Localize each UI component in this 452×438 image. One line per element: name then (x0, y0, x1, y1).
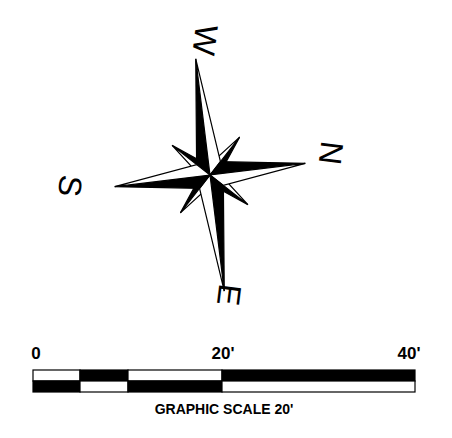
compass-letter: E (212, 282, 246, 307)
compass-letter: N (314, 140, 349, 167)
scale-caption: GRAPHIC SCALE 20' (155, 402, 294, 416)
compass-rose (100, 47, 319, 303)
scale-tick-label: 40' (398, 345, 421, 362)
scale-tick-label: 0 (31, 345, 40, 362)
compass-letter: S (53, 173, 87, 198)
graphic-scale-bar (33, 370, 415, 392)
scale-tick-label: 20' (212, 345, 235, 362)
compass-letter: W (187, 23, 222, 57)
